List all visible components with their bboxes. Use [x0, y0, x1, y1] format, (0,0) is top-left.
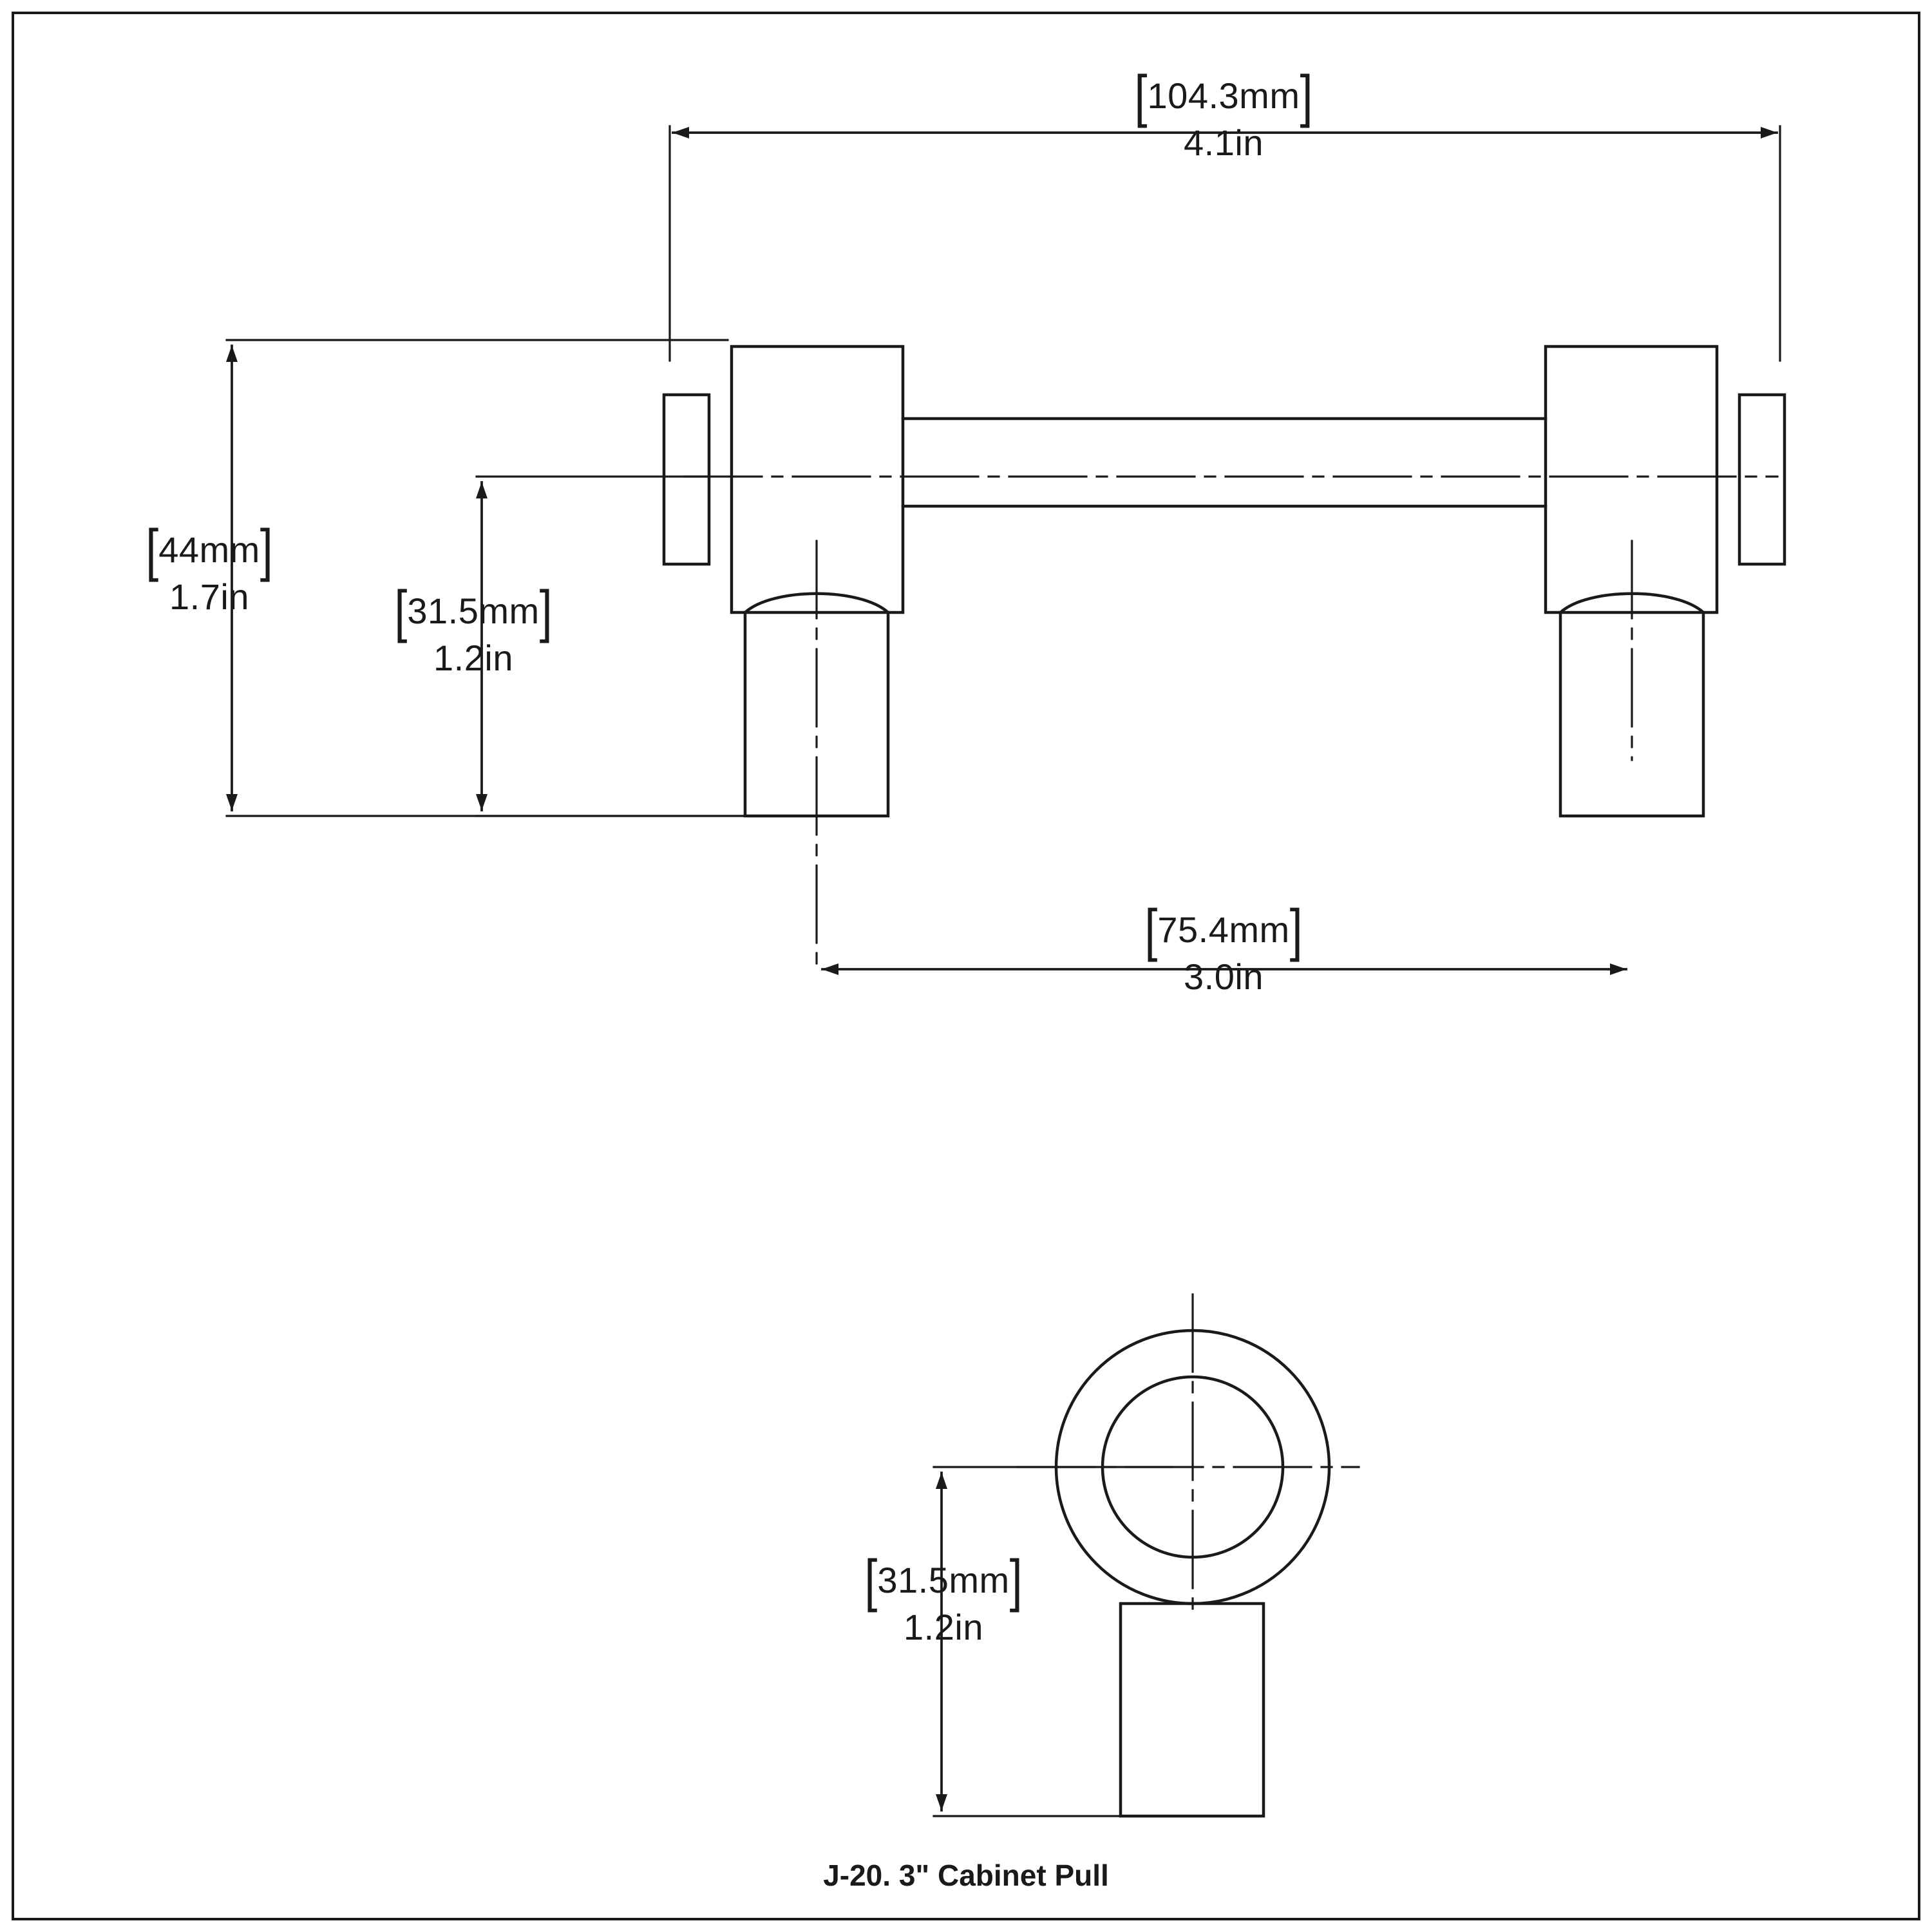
dim-label-overall-projection: [44mm] 1.7in — [71, 518, 348, 617]
dim-label-post-projection: [31.5mm] 1.2in — [322, 580, 625, 678]
left-flange — [662, 393, 711, 566]
dim-label-center-to-center: [75.4mm] 3.0in — [985, 898, 1462, 997]
dim-value-in: 1.2in — [433, 637, 513, 678]
bracket-close: ] — [1009, 1548, 1023, 1613]
bracket-close: ] — [539, 579, 553, 644]
dim-overall-length — [668, 125, 1781, 362]
dim-value-mm: 104.3mm — [1147, 75, 1300, 116]
sheet-border — [12, 12, 1920, 1920]
end-view-post — [1119, 1602, 1265, 1818]
bracket-open: [ — [394, 579, 408, 644]
dim-label-overall-length: [104.3mm] 4.1in — [985, 64, 1462, 163]
bracket-open: [ — [146, 518, 159, 583]
dim-post-projection — [475, 475, 748, 817]
right-flange — [1738, 393, 1786, 566]
bracket-close: ] — [1300, 64, 1313, 129]
handle-bar — [901, 417, 1548, 508]
dim-value-in: 3.0in — [1184, 956, 1264, 997]
dim-value-in: 1.7in — [169, 576, 249, 617]
drawing-caption: J-20. 3" Cabinet Pull — [823, 1859, 1109, 1892]
dim-center-to-center — [821, 963, 1627, 975]
bracket-close: ] — [260, 518, 273, 583]
bracket-close: ] — [1289, 898, 1303, 963]
dim-label-end-view-projection: [31.5mm] 1.2in — [792, 1549, 1095, 1647]
bracket-open: [ — [1134, 64, 1148, 129]
dim-end-view-projection — [933, 1466, 1173, 1817]
dim-value-in: 4.1in — [1184, 122, 1264, 163]
dim-value-in: 1.2in — [904, 1606, 983, 1647]
dim-value-mm: 31.5mm — [877, 1560, 1010, 1600]
bracket-open: [ — [864, 1548, 878, 1613]
dim-value-mm: 75.4mm — [1157, 909, 1290, 950]
bracket-open: [ — [1144, 898, 1158, 963]
dim-value-mm: 31.5mm — [407, 591, 540, 631]
dim-value-mm: 44mm — [158, 529, 260, 570]
